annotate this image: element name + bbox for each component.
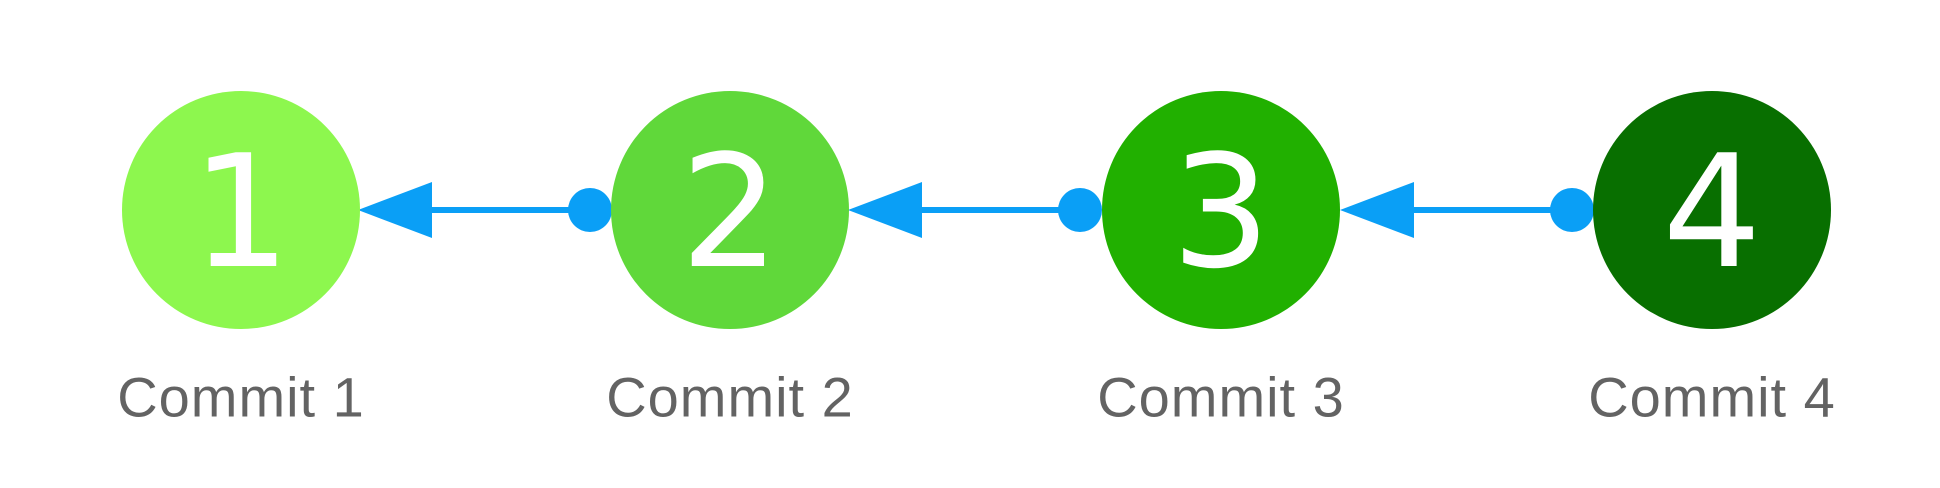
commit-circle xyxy=(611,91,849,329)
arrow-4-to-3 xyxy=(1340,182,1594,238)
arrow-tail-dot xyxy=(1058,188,1102,232)
commit-label: Commit 2 xyxy=(606,366,854,429)
commit-label: Commit 3 xyxy=(1097,366,1345,429)
arrow-head xyxy=(848,182,922,238)
commit-circle xyxy=(1102,91,1340,329)
commit-circle xyxy=(122,91,360,329)
commit-number: 2 xyxy=(680,121,779,303)
commit-node-2: 2 Commit 2 xyxy=(606,91,854,429)
commit-number: 4 xyxy=(1662,121,1761,303)
commit-node-1: 1 Commit 1 xyxy=(117,91,365,429)
commit-label: Commit 1 xyxy=(117,366,365,429)
arrow-2-to-1 xyxy=(358,182,612,238)
arrow-tail-dot xyxy=(568,188,612,232)
commit-circle xyxy=(1593,91,1831,329)
arrow-3-to-2 xyxy=(848,182,1102,238)
commit-node-3: 3 Commit 3 xyxy=(1097,91,1345,429)
arrow-head xyxy=(358,182,432,238)
arrow-tail-dot xyxy=(1550,188,1594,232)
commit-node-4: 4 Commit 4 xyxy=(1588,91,1836,429)
commit-label: Commit 4 xyxy=(1588,366,1836,429)
arrow-head xyxy=(1340,182,1414,238)
commit-number: 1 xyxy=(191,121,290,303)
commit-number: 3 xyxy=(1171,121,1270,303)
